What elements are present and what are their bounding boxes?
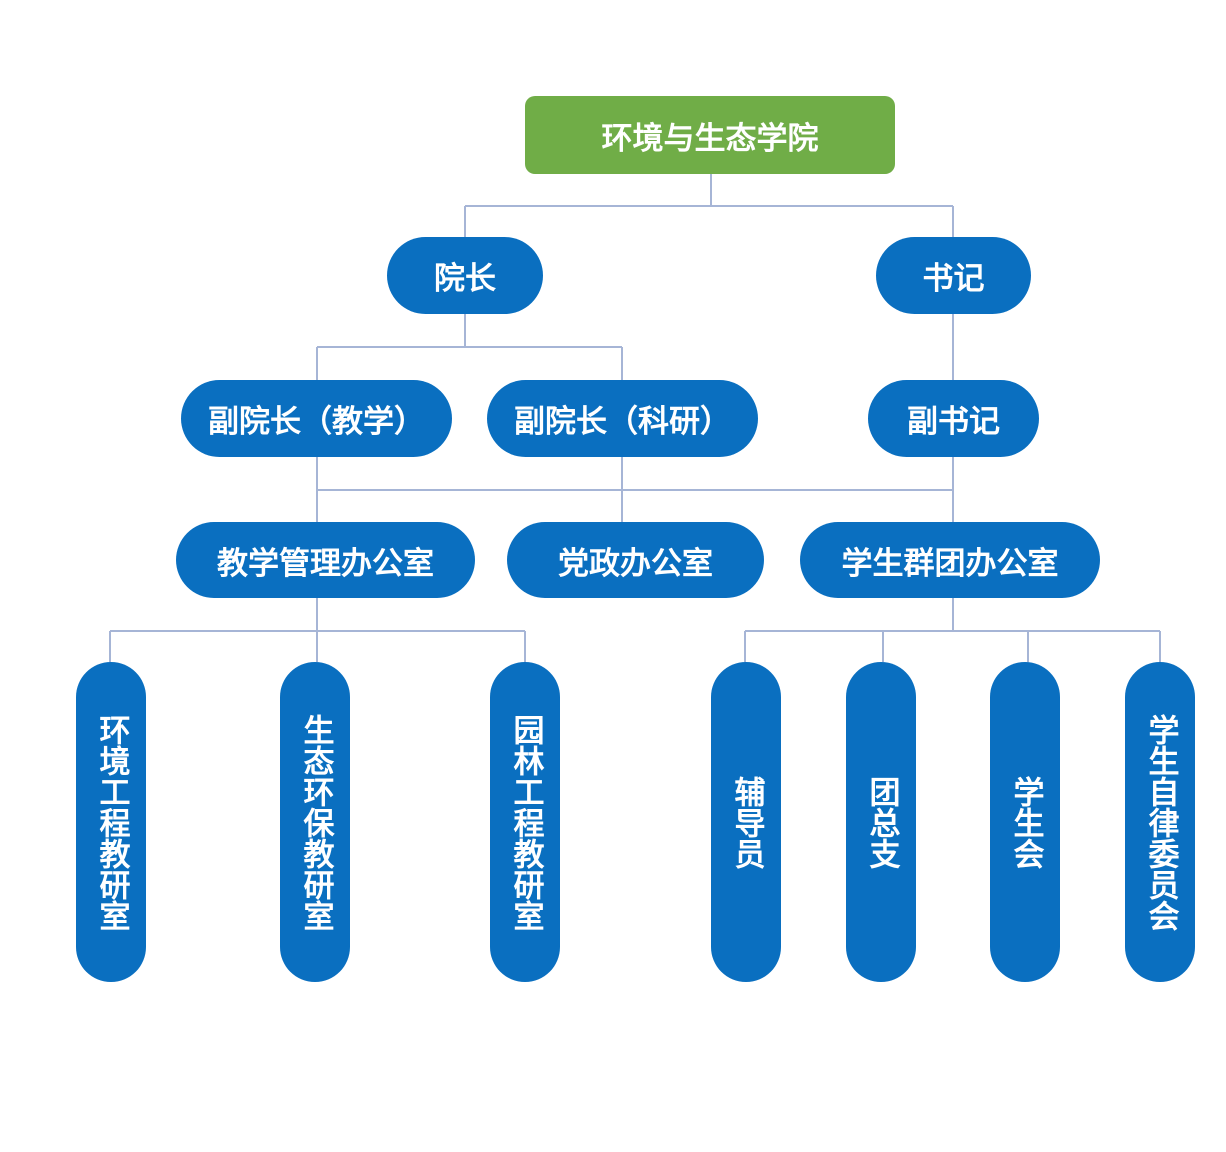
node-student-office: 学生群团办公室 bbox=[800, 522, 1100, 598]
node-vice-secretary: 副书记 bbox=[868, 380, 1039, 457]
node-teaching-office: 教学管理办公室 bbox=[176, 522, 475, 598]
node-secretary: 书记 bbox=[876, 237, 1031, 314]
connector-offices bbox=[316, 457, 954, 522]
node-counselor: 辅导员 bbox=[711, 662, 781, 982]
node-dean: 院长 bbox=[387, 237, 543, 314]
node-vice-dean-teaching: 副院长（教学） bbox=[181, 380, 452, 457]
node-eco-env-room: 生态环保教研室 bbox=[280, 662, 350, 982]
node-root: 环境与生态学院 bbox=[525, 96, 895, 174]
node-vice-dean-research: 副院长（科研） bbox=[487, 380, 758, 457]
connector-student bbox=[744, 598, 1161, 662]
node-party-office: 党政办公室 bbox=[507, 522, 764, 598]
node-league-branch: 团总支 bbox=[846, 662, 916, 982]
node-student-union: 学生会 bbox=[990, 662, 1060, 982]
connector-root bbox=[464, 174, 954, 237]
node-env-eng-room: 环境工程教研室 bbox=[76, 662, 146, 982]
node-landscape-room: 园林工程教研室 bbox=[490, 662, 560, 982]
connector-dean bbox=[316, 314, 623, 380]
connector-teaching bbox=[109, 598, 526, 662]
node-self-discipline: 学生自律委员会 bbox=[1125, 662, 1195, 982]
